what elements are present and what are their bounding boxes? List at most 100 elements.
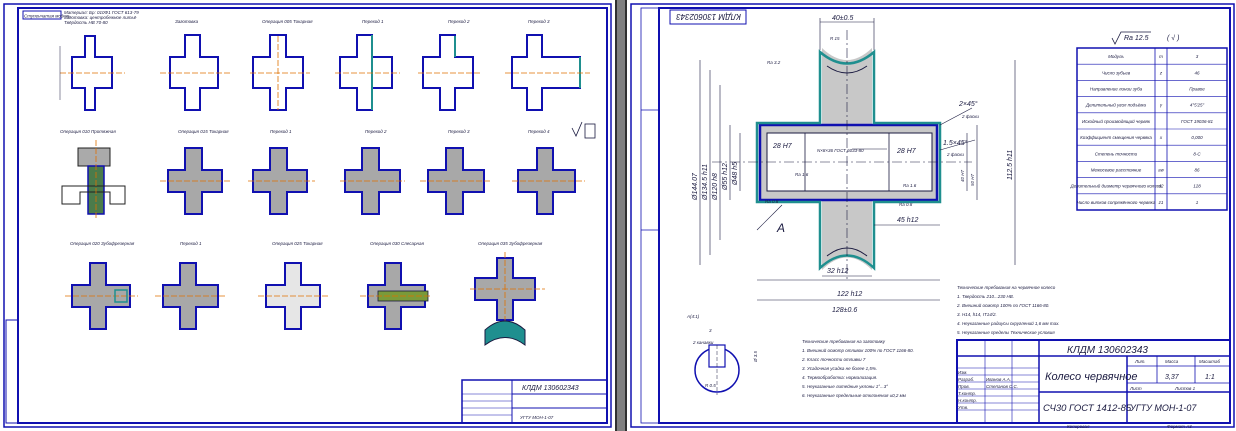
svg-text:1. Внешний осмотр отливок 100%: 1. Внешний осмотр отливок 100% по ГОСТ 1… xyxy=(802,347,914,353)
svg-text:3. H14, h14, IT14/2.: 3. H14, h14, IT14/2. xyxy=(957,312,997,317)
title-code-2: КЛДМ 130602343 xyxy=(1067,345,1148,356)
header-box-text: Ступенчатая модель xyxy=(24,14,71,19)
dim-chamfer2: 1.5×45° xyxy=(943,139,968,147)
svg-text:Ø144.07: Ø144.07 xyxy=(692,172,699,201)
part-row3-4 xyxy=(360,262,432,330)
dim-len-45: 45 h12 xyxy=(897,217,919,224)
svg-text:2. Внешний осмотр 100% по ГОСТ: 2. Внешний осмотр 100% по ГОСТ 1166-80. xyxy=(956,302,1050,308)
part-row1-4 xyxy=(335,34,400,111)
title-block-2: КЛДМ 130602343 Колесо червячное СЧ30 ГОС… xyxy=(956,339,1231,424)
svg-text:Технические требования на заго: Технические требования на заготовку xyxy=(802,339,886,344)
svg-text:КЛДМ 130602343: КЛДМ 130602343 xyxy=(676,12,741,21)
title-org-1: УГТУ МОН-1-07 xyxy=(520,415,554,420)
table-cell-sym: m xyxy=(1159,54,1163,59)
roughness-mark: Ra 12.5 ( √ ) xyxy=(1111,31,1179,45)
dim-chamfer1-note: 2 фаски xyxy=(961,114,979,119)
svg-text:2. Класс точности отливки 7: 2. Класс точности отливки 7 xyxy=(801,357,866,362)
table-cell-val: 3 xyxy=(1196,54,1199,59)
svg-text:50 H7: 50 H7 xyxy=(970,173,975,186)
title-role: Утв. xyxy=(958,405,968,410)
title-name: Колесо червячное xyxy=(1045,371,1138,383)
dim-chamfer1: 2×45° xyxy=(958,100,978,108)
table-cell-param: Делительный угол подъёма xyxy=(1085,102,1147,108)
title-role: Изм. xyxy=(958,370,968,375)
svg-text:1. Твердость 210...230 HB.: 1. Твердость 210...230 HB. xyxy=(957,294,1014,299)
sheet-operations: Ступенчатая модель Материал: Бр: 010Ф1 Г… xyxy=(0,0,617,431)
table-cell-val: 8-С xyxy=(1193,151,1201,156)
part-row2-6 xyxy=(512,147,585,215)
part-row1-5 xyxy=(418,34,480,111)
dim-top-width: 40±0.5 xyxy=(832,15,853,22)
step-title-4: Переход 2 xyxy=(448,19,470,24)
table-cell-param: Делительный диаметр червячного колеса xyxy=(1069,183,1162,189)
svg-text:4. Термообработка: нормализаци: 4. Термообработка: нормализация. xyxy=(802,375,877,380)
dimension-lines xyxy=(699,18,1016,301)
part-row3-2 xyxy=(155,262,225,330)
sheet-part-drawing: КЛДМ 130602343 Ra 12.5 ( √ ) xyxy=(625,0,1236,431)
svg-text:5. Неуказанные пределы Техниче: 5. Неуказанные пределы Технические услов… xyxy=(957,330,1055,335)
part-row2-2 xyxy=(160,147,232,215)
title-person: Иванов А.А. xyxy=(986,377,1011,382)
part-row1-1 xyxy=(59,35,125,111)
step-title-13: Операция 020 Зубофрезерная xyxy=(70,241,135,246)
notes-left: Технические требования на заготовку 1. В… xyxy=(801,339,914,398)
title-role: Разраб. xyxy=(958,377,974,382)
view-a-marker: А xyxy=(776,221,785,235)
table-cell-param: Степень точности xyxy=(1095,151,1138,156)
table-cell-param: Модуль xyxy=(1108,54,1124,59)
part-row2-1-fixture xyxy=(61,140,126,220)
table-cell-sym: z xyxy=(1159,70,1163,75)
operations-drawing: Ступенчатая модель Материал: Бр: 010Ф1 Г… xyxy=(3,3,612,428)
svg-text:3. Усадочная усадка не более 1: 3. Усадочная усадка не более 1,5%. xyxy=(802,366,877,371)
table-cell-val: 46 xyxy=(1194,70,1200,75)
step-title-3: Переход 1 xyxy=(362,19,384,24)
title-material: СЧ30 ГОСТ 1412-85 xyxy=(1043,403,1132,414)
dim-ra-top: Ra 3.2 xyxy=(767,60,781,65)
step-title-2: Операция 005 Токарная xyxy=(262,19,313,24)
dim-bore-right: 28 H7 xyxy=(896,148,917,155)
table-cell-val: Правое xyxy=(1189,87,1205,92)
header-note-1: Материал: Бр: 010Ф1 ГОСТ 613-79 xyxy=(64,10,139,15)
outer-frame-2 xyxy=(630,3,1235,428)
rough-symbol xyxy=(571,121,596,139)
table-cell-val: 128 xyxy=(1193,184,1201,189)
svg-text:Масса: Масса xyxy=(1165,359,1179,364)
svg-text:3,37: 3,37 xyxy=(1165,374,1180,381)
table-cell-param: Число витков сопряжённого червяка xyxy=(1077,200,1156,205)
step-title-16: Операция 030 Слесарная xyxy=(370,241,424,246)
svg-text:Ra 12.5: Ra 12.5 xyxy=(1124,35,1149,42)
dim-spline: N×8×36 ГОСТ 6033-80 xyxy=(817,148,864,153)
svg-text:6. Неуказанные предельные откл: 6. Неуказанные предельные отклонения ±0,… xyxy=(802,393,906,398)
part-row3-1 xyxy=(65,262,138,330)
svg-text:R 0.5: R 0.5 xyxy=(705,383,716,388)
dim-ra-a: Ra 1.6 xyxy=(795,172,809,177)
title-block-1: КЛДМ 130602343 УГТУ МОН-1-07 xyxy=(461,379,608,424)
table-cell-sym: aw xyxy=(1158,168,1165,173)
svg-text:Ø48 h5: Ø48 h5 xyxy=(732,162,739,186)
part-row1-3 xyxy=(250,34,310,111)
vertical-dims: Ø144.07 Ø134.5 h11 Ø120 h8 Ø55 h12 Ø48 h… xyxy=(692,150,1014,201)
part-row3-5-hob xyxy=(470,252,545,346)
table-cell-param: Число зубьев xyxy=(1102,70,1131,75)
table-cell-sym: γ xyxy=(1160,103,1163,108)
table-cell-val: 1 xyxy=(1196,200,1199,205)
part-drawing: КЛДМ 130602343 Ra 12.5 ( √ ) xyxy=(630,3,1235,429)
svg-text:Ø120 h8: Ø120 h8 xyxy=(712,173,719,201)
table-cell-sym: x xyxy=(1159,135,1163,140)
svg-text:Технические требования на черв: Технические требования на червячное коле… xyxy=(957,285,1056,290)
header-box xyxy=(22,10,62,20)
step-title-9: Переход 1 xyxy=(270,129,292,134)
svg-text:Ø 3.5: Ø 3.5 xyxy=(753,350,758,363)
svg-text:4. Неуказанные радиусы скругле: 4. Неуказанные радиусы скруглений 1,6 мм… xyxy=(957,320,1060,326)
svg-text:112.5 h11: 112.5 h11 xyxy=(1007,150,1014,180)
dim-len-32: 32 h12 xyxy=(827,268,849,275)
header-note-2: Заготовка: центробежное литьё xyxy=(64,15,137,20)
table-cell-sym: z1 xyxy=(1158,200,1164,205)
step-title-8: Операция 015 Токарная xyxy=(178,129,229,134)
wheel-section xyxy=(712,30,972,280)
part-row2-5 xyxy=(420,147,490,215)
step-title-12: Переход 4 xyxy=(528,129,550,134)
svg-text:Масштаб: Масштаб xyxy=(1199,359,1220,364)
header-note-3: Твёрдость HB 70-80 xyxy=(64,20,108,25)
